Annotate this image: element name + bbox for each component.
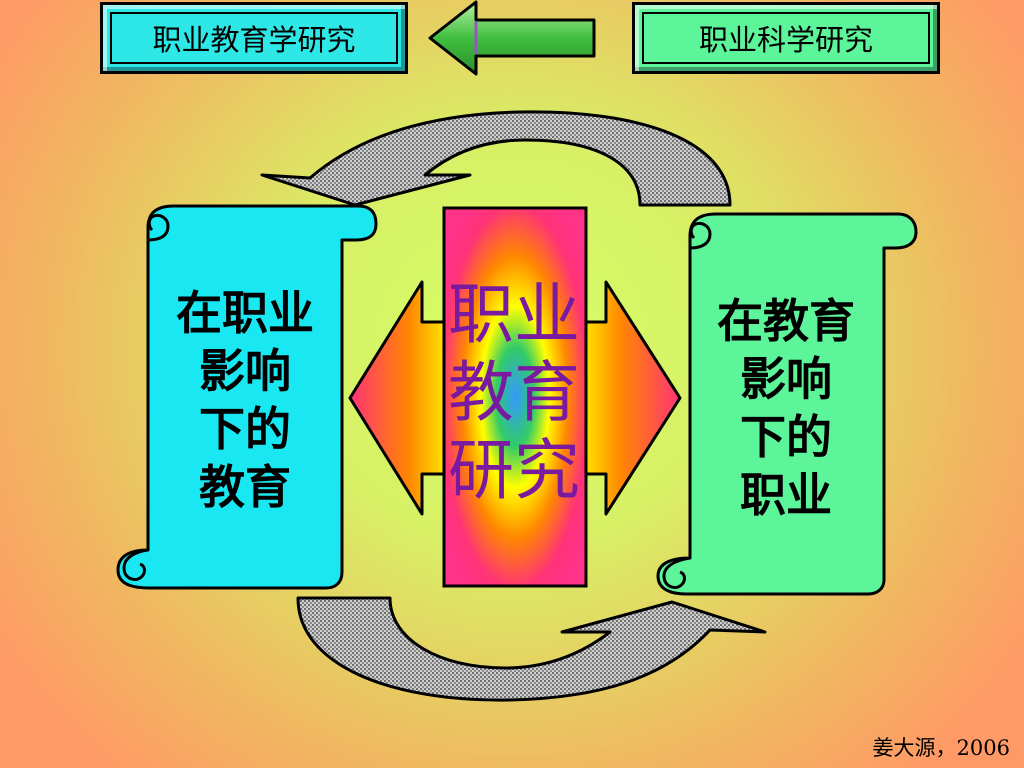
right-scroll-line: 下的 xyxy=(740,410,832,464)
right-scroll-line: 在教育 xyxy=(717,294,855,348)
center-text: 职业 教育 研究 xyxy=(430,276,598,510)
left-scroll-line: 影响 xyxy=(199,344,291,398)
right-scroll xyxy=(656,212,918,596)
center-line: 研究 xyxy=(448,432,580,509)
curved-arrow-bottom-icon xyxy=(296,596,767,702)
author-credit: 姜大源，2006 xyxy=(872,736,1010,760)
title-right-label: 职业科学研究 xyxy=(698,23,873,57)
center-line: 教育 xyxy=(448,354,580,431)
center-panel xyxy=(442,206,588,588)
center-line: 职业 xyxy=(448,276,580,353)
title-left-label: 职业教育学研究 xyxy=(152,23,356,57)
right-scroll-line: 影响 xyxy=(740,352,832,406)
left-arrow-icon xyxy=(428,0,596,76)
right-scroll-text: 在教育 影响 下的 职业 xyxy=(696,292,876,524)
left-scroll-line: 教育 xyxy=(199,460,291,514)
left-scroll-line: 在职业 xyxy=(176,286,314,340)
left-scroll xyxy=(116,204,378,590)
title-box-right: 职业科学研究 xyxy=(632,2,940,74)
title-box-left: 职业教育学研究 xyxy=(100,2,408,74)
curved-arrow-top-icon xyxy=(260,110,732,207)
right-scroll-line: 职业 xyxy=(740,468,832,522)
left-scroll-line: 下的 xyxy=(199,402,291,456)
left-scroll-text: 在职业 影响 下的 教育 xyxy=(156,284,334,516)
